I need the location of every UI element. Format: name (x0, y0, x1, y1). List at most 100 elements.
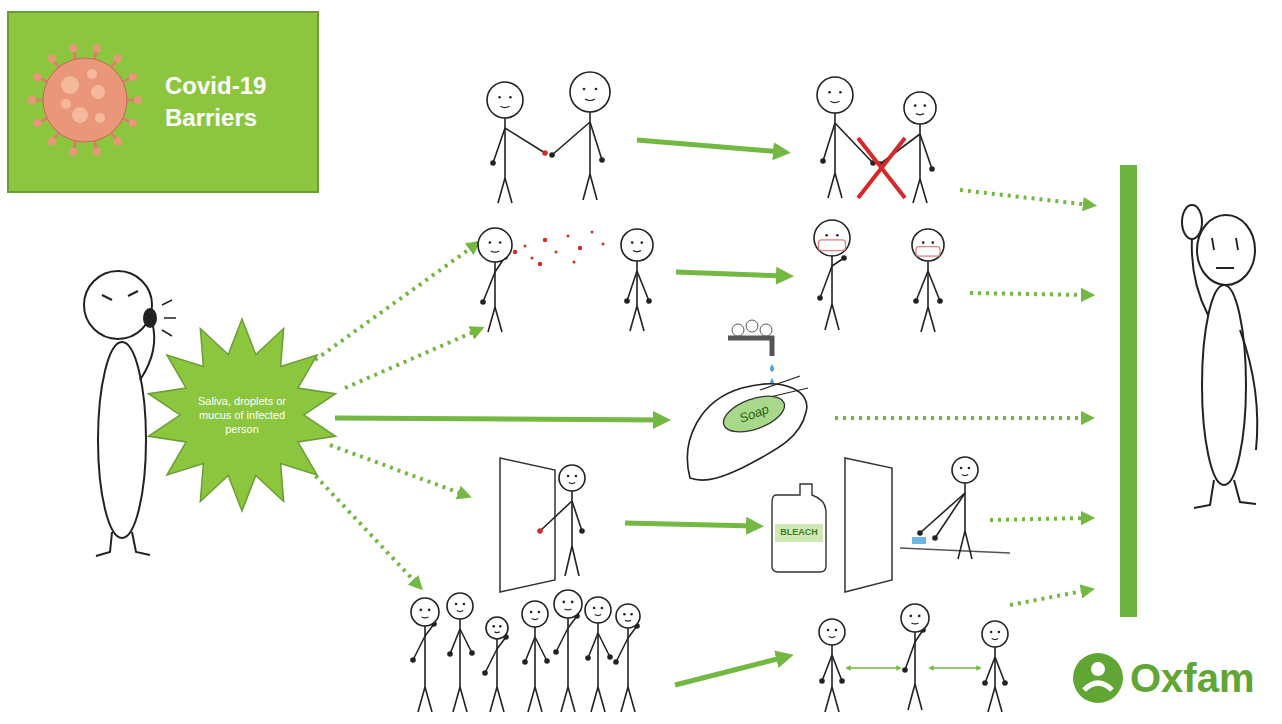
stick-figure-part (469, 650, 475, 656)
stick-figure-part (831, 101, 840, 102)
stick-figure-part (556, 628, 568, 652)
stick-figure-part (522, 659, 528, 665)
stick-figure-part (447, 593, 473, 619)
stick-figure-part (834, 113, 836, 173)
stick-figure-part (823, 123, 835, 161)
stick-figure-part (819, 240, 846, 251)
stick-figure-part (530, 611, 533, 614)
droplets-part (591, 231, 594, 234)
protected-person-part (1240, 330, 1257, 450)
stick-figure-part (544, 658, 550, 664)
stick-figure-part (457, 610, 464, 612)
stick-figure-part (601, 607, 604, 610)
stick-figure-part (992, 638, 999, 640)
virus-icon-part (93, 148, 101, 156)
stick-figure-part (579, 528, 585, 534)
stick-figure-part (425, 687, 432, 712)
virus-icon-part (33, 73, 41, 81)
oxfam-logo-mark (1073, 653, 1123, 703)
stick-figure-part (990, 631, 993, 634)
virus-icon-part (28, 96, 36, 104)
stick-figure-part (559, 465, 585, 491)
protected-person (1182, 205, 1257, 508)
stick-figure-part (563, 601, 566, 604)
stick-figure-part (839, 678, 845, 684)
stick-figure-part (960, 467, 963, 470)
stick-figure-part (952, 457, 978, 483)
stick-figure-part (413, 636, 425, 660)
solid-arrow (848, 667, 899, 669)
infected-person (84, 271, 176, 556)
stick-figure-part (595, 614, 602, 616)
stick-figure-part (913, 298, 919, 304)
cross-mark-part (858, 138, 905, 198)
stick-figure-part (919, 124, 921, 179)
solid-arrow (931, 667, 979, 669)
stick-figure-part (565, 546, 572, 576)
stick-figure-part (599, 157, 605, 163)
oxfam-logo-mark-part (1073, 653, 1123, 703)
stick-figure-part (498, 96, 501, 99)
droplets-part (543, 238, 547, 242)
droplets-part (578, 246, 582, 250)
stick-figure-part (820, 158, 826, 164)
stick-figure-part (921, 307, 928, 332)
virus-icon-part (129, 73, 137, 81)
stick-figure-part (504, 118, 506, 178)
stick-figure-part (538, 611, 541, 614)
stick-figure-part (924, 104, 927, 107)
stick-figure (487, 82, 548, 203)
stick-figure-part (958, 531, 965, 559)
stick-figure-part (985, 657, 995, 683)
stick-figure (522, 601, 550, 712)
stick-figure-part (998, 631, 1001, 634)
infected-person-part (96, 532, 150, 556)
virus-icon-part (69, 44, 77, 52)
stick-figure-part (492, 625, 495, 628)
dotted-arrow (990, 518, 1088, 520)
stick-figure-part (982, 680, 988, 686)
droplets-part (573, 261, 576, 264)
stick-figure-part (591, 687, 598, 712)
stick-figure-part (835, 173, 842, 198)
starburst-node: Saliva, droplets or mucus of infected pe… (142, 315, 342, 515)
droplets-part (567, 235, 570, 238)
stick-figure-part (624, 298, 630, 304)
hand-washing-part (760, 324, 772, 336)
virus-icon-part (61, 76, 79, 94)
stick-figure-part (583, 88, 586, 91)
stick-figure-part (1002, 680, 1008, 686)
stick-figure-part (613, 659, 619, 665)
stick-figure-part (535, 687, 542, 712)
stick-figure-part (912, 623, 919, 624)
stick-figure-part (832, 304, 839, 330)
table (900, 548, 1010, 553)
stick-figure-part (482, 670, 488, 676)
stick-figure-part (569, 482, 576, 484)
stick-figure-part (568, 687, 575, 712)
stick-figure (621, 229, 653, 331)
dotted-arrow (970, 293, 1088, 295)
stick-figure-part (460, 629, 472, 653)
stick-figure-part (825, 304, 832, 330)
stick-figure-part (497, 687, 504, 712)
stick-figure-part (499, 241, 502, 244)
virus-icon-part (72, 107, 88, 123)
stick-figure (447, 593, 475, 712)
stick-figure-part (572, 546, 579, 576)
hand-washing-part (728, 338, 772, 356)
stick-figure-part (494, 631, 500, 633)
stick-figure-part (593, 607, 596, 610)
protected-person-part (1202, 285, 1246, 485)
stick-figure-part (597, 623, 599, 687)
stick-figure-part (628, 687, 635, 712)
stick-figure-part (916, 247, 940, 257)
stick-figure-part (646, 298, 652, 304)
stick-figure-part (450, 629, 460, 654)
virus-icon-part (69, 148, 77, 156)
stick-figure-part (528, 687, 535, 712)
stick-figure-part (588, 633, 598, 658)
oxfam-logo-mark-part (1084, 683, 1112, 690)
stick-figure-part (965, 531, 972, 559)
solid-arrow (637, 140, 782, 152)
